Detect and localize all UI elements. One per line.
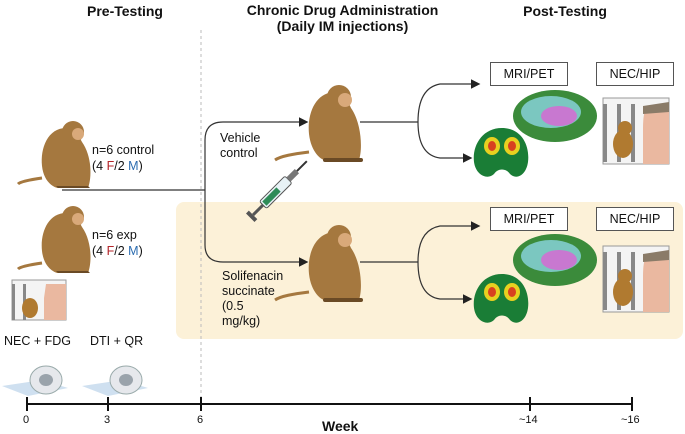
tick-label: ~16 — [621, 414, 640, 426]
brain-pet-icon — [473, 128, 529, 177]
nec-apparatus-icon — [11, 279, 67, 321]
exp-group-n: n=6 exp — [92, 228, 137, 242]
brain-pet-icon — [473, 274, 529, 323]
mri-scanner-icon — [2, 365, 68, 396]
drug-label: Solifenacin succinate (0.5 mg/kg) — [222, 269, 284, 328]
brain-tractography-icon — [513, 234, 597, 286]
vehicle-label: Vehicle control — [220, 131, 261, 160]
exp-group-sex: (4 F/2 M) — [92, 244, 143, 258]
pre-testing-header: Pre-Testing — [87, 3, 163, 19]
nec-hip-box-control: NEC/HIP — [596, 62, 674, 86]
nec-hip-box-exp: NEC/HIP — [596, 207, 674, 231]
nec-apparatus-icon — [602, 245, 670, 313]
control-group-n: n=6 control — [92, 143, 155, 157]
monkey-icon — [274, 85, 363, 162]
mri-scanner-icon — [82, 365, 148, 396]
mri-pet-box-exp: MRI/PET — [490, 207, 568, 231]
chronic-header: Chronic Drug Administration — [246, 2, 439, 18]
tick-label: 6 — [197, 414, 204, 426]
monkey-icon — [16, 206, 91, 273]
monkey-icon — [274, 225, 363, 302]
timeline-axis-label: Week — [322, 418, 359, 434]
tick-label: ~14 — [519, 414, 538, 426]
brain-tractography-icon — [513, 90, 597, 142]
chronic-subheader: (Daily IM injections) — [276, 18, 409, 34]
nec-fdg-label: NEC + FDG — [4, 334, 72, 348]
post-testing-header: Post-Testing — [523, 3, 607, 19]
tick-label: 3 — [104, 414, 111, 426]
control-group-sex: (4 F/2 M) — [92, 159, 143, 173]
nec-apparatus-icon — [602, 97, 670, 165]
dti-qr-label: DTI + QR — [90, 334, 144, 348]
mri-pet-box-control: MRI/PET — [490, 62, 568, 86]
monkey-icon — [16, 121, 91, 188]
tick-label: 0 — [23, 414, 30, 426]
syringe-icon — [246, 160, 308, 222]
